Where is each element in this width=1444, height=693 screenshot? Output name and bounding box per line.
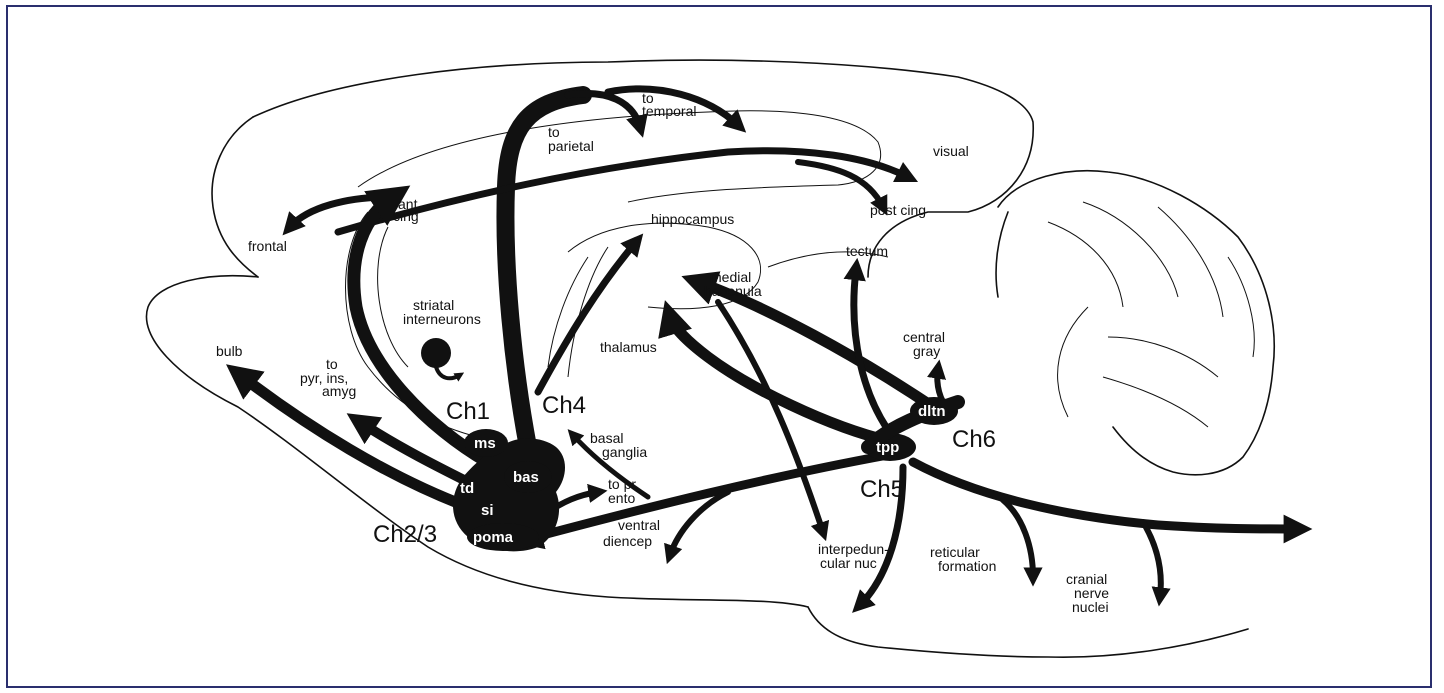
label-to-pr-ento: to pr,ento	[608, 476, 639, 506]
nuclei: ms td bas si poma tpp dltn	[452, 395, 965, 552]
label-bulb: bulb	[216, 343, 243, 359]
frontal-outline	[211, 116, 259, 278]
path-to-bulb	[226, 364, 474, 513]
path-to-medial-habenula	[681, 271, 939, 413]
path-to-ant-cing	[347, 185, 495, 469]
ch4-ascending-bundle	[496, 86, 592, 456]
striatal-interneuron-body	[421, 338, 451, 368]
nucleus-tpp: tpp	[876, 439, 899, 456]
striatal-interneuron-arrow	[434, 365, 465, 382]
label-interpeduncular-nuc: interpedun-cular nuc	[818, 541, 889, 571]
group-labels: Ch1 Ch4 Ch6 Ch5 Ch2/3	[373, 392, 996, 548]
path-to-ventral-diencep	[664, 489, 731, 565]
group-ch4: Ch4	[542, 392, 586, 419]
path-to-thalamus	[658, 300, 899, 448]
callosum-contour	[357, 110, 882, 203]
bas-nucleus	[504, 461, 552, 493]
path-to-hippocampus	[534, 233, 644, 396]
path-caudal-bundle	[908, 457, 1313, 544]
path-to-interpeduncular-nuc	[852, 463, 907, 613]
path-to-parietal	[564, 90, 648, 138]
label-frontal: frontal	[248, 238, 287, 254]
ch5-ch6-bridge	[861, 395, 965, 454]
nucleus-td: td	[460, 480, 474, 497]
path-to-post-cing	[795, 159, 888, 216]
group-ch5: Ch5	[860, 476, 904, 503]
label-visual: visual	[933, 143, 969, 159]
olfactory-bulb-outline	[145, 274, 809, 608]
nucleus-bas: bas	[513, 469, 539, 486]
hippocampus-contour	[547, 222, 761, 368]
brain-diagram: ms td bas si poma tpp dltn Ch1 Ch4 Ch6 C…	[145, 59, 1313, 659]
path-to-temporal	[604, 85, 747, 133]
path-tpp-to-poma	[514, 450, 893, 550]
projection-pathways	[226, 85, 1313, 613]
path-to-central-gray	[927, 359, 947, 405]
group-ch1: Ch1	[446, 398, 490, 425]
thalamus-contour	[567, 246, 609, 378]
lateral-ventricle-contour	[377, 226, 409, 368]
path-to-reticular-formation	[1000, 497, 1043, 587]
nucleus-ms: ms	[474, 435, 496, 452]
brainstem-outline	[807, 606, 1249, 659]
path-to-basal-ganglia	[567, 429, 651, 500]
nucleus-si: si	[481, 502, 494, 519]
tectum-contour	[767, 251, 889, 268]
nucleus-dltn: dltn	[918, 403, 946, 420]
path-to-tectum	[843, 257, 897, 441]
ms-nucleus	[464, 429, 508, 457]
group-ch6: Ch6	[952, 426, 996, 453]
figure-frame: ms td bas si poma tpp dltn Ch1 Ch4 Ch6 C…	[6, 5, 1432, 688]
nucleus-poma: poma	[473, 529, 514, 546]
label-post-cing: post cing	[870, 202, 926, 218]
label-tectum: tectum	[846, 243, 888, 259]
path-to-cranial-nerve-nuclei	[1140, 519, 1171, 607]
label-hippocampus: hippocampus	[651, 211, 734, 227]
group-ch23: Ch2/3	[373, 521, 437, 548]
label-thalamus: thalamus	[600, 339, 657, 355]
cerebellum-outline	[995, 169, 1276, 476]
path-to-visual	[334, 147, 919, 236]
cortex-outline	[252, 59, 1034, 278]
cerebellum-folia	[1047, 201, 1255, 428]
path-habenula-to-interpeduncular	[715, 299, 830, 542]
poma-nucleus	[467, 523, 539, 551]
